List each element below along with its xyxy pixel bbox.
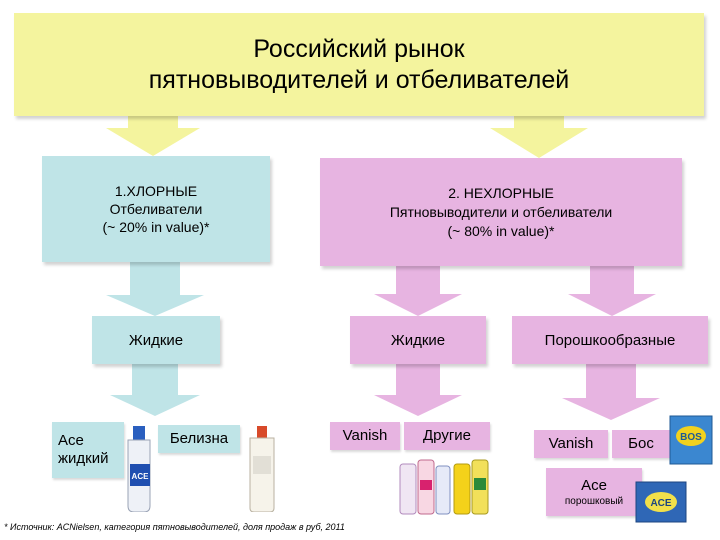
category-nonchlorine-share: (~ 80% in value)* — [447, 222, 555, 239]
category-nonchlorine-desc: Пятновыводители и отбеливатели — [389, 203, 613, 220]
vanish-bottles-image — [399, 459, 451, 515]
arrow-nonchlorine-to-liquid — [374, 266, 462, 316]
product-ace-liquid-type: жидкий — [58, 450, 109, 467]
product-vanish-powder: Vanish — [534, 430, 608, 458]
market-title-box: Российский рынок пятновыводителей и отбе… — [14, 13, 704, 116]
product-ace-liquid-name: Ace — [58, 432, 84, 449]
arrow-chlorine-liquid-to-products — [110, 364, 200, 416]
ace-bottle-image: ACE — [127, 426, 151, 512]
product-ace-powder-name: Ace — [581, 476, 607, 494]
bos-box-image: BOS — [669, 415, 713, 465]
svg-text:ACE: ACE — [132, 472, 150, 481]
product-belizna: Белизна — [158, 425, 240, 453]
category-nonchlorine-name: 2. НЕХЛОРНЫЕ — [448, 184, 554, 201]
arrow-chlorine-to-liquid — [106, 262, 204, 316]
product-vanish-liquid: Vanish — [330, 422, 400, 450]
belizna-bottle-image — [249, 426, 275, 512]
category-chlorine-share: (~ 20% in value)* — [102, 219, 210, 235]
svg-text:ACE: ACE — [650, 498, 671, 509]
product-others: Другие — [404, 422, 490, 450]
arrow-powder-to-products — [562, 364, 660, 420]
product-ace-powder: Ace порошковый — [546, 468, 642, 516]
category-chlorine-desc: Отбеливатели — [109, 201, 203, 217]
ace-powder-box-image: ACE — [635, 481, 687, 523]
arrow-title-to-nonchlorine — [490, 116, 588, 158]
product-ace-liquid: Ace жидкий — [52, 422, 124, 478]
subcategory-chlorine-liquid: Жидкие — [92, 316, 220, 364]
subcategory-nonchlorine-liquid: Жидкие — [350, 316, 486, 364]
arrow-nonchlorine-liquid-to-products — [374, 364, 462, 416]
category-nonchlorine: 2. НЕХЛОРНЫЕ Пятновыводители и отбеливат… — [320, 158, 682, 266]
arrow-nonchlorine-to-powder — [568, 266, 656, 316]
source-footnote: * Источник: ACNielsen, категория пятновы… — [4, 522, 345, 532]
product-bos: Бос — [612, 430, 670, 458]
other-bottles-image — [453, 459, 489, 515]
title-line-2: пятновыводителей и отбеливателей — [148, 65, 570, 94]
category-chlorine: 1.ХЛОРНЫЕ Отбеливатели (~ 20% in value)* — [42, 156, 270, 262]
svg-text:BOS: BOS — [680, 432, 702, 443]
product-ace-powder-type: порошковый — [564, 495, 624, 507]
subcategory-nonchlorine-powder: Порошкообразные — [512, 316, 708, 364]
title-line-1: Российский рынок — [253, 34, 465, 63]
category-chlorine-name: 1.ХЛОРНЫЕ — [114, 183, 198, 199]
arrow-title-to-chlorine — [106, 116, 200, 156]
